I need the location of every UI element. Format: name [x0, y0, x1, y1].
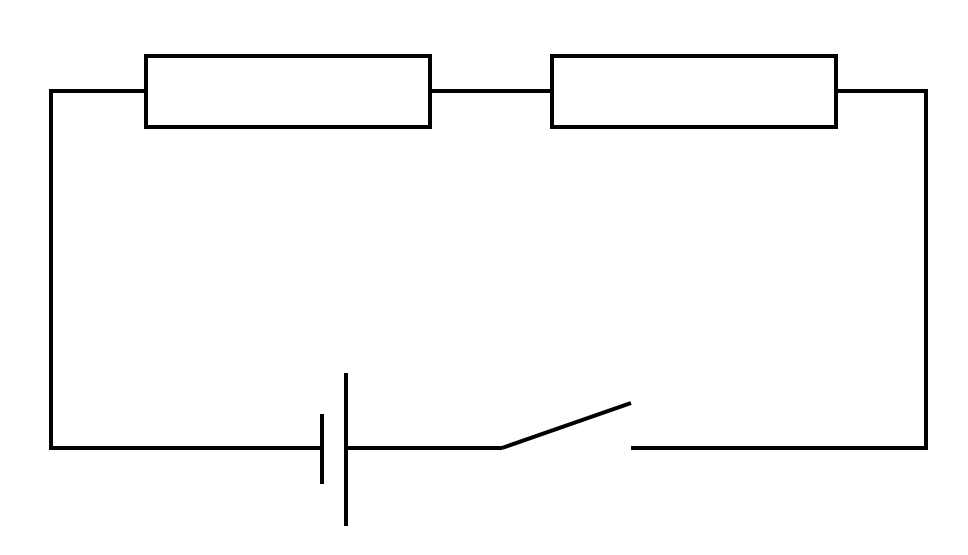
battery: [320, 373, 348, 526]
resistor-1: [144, 54, 432, 129]
resistor-2: [550, 54, 838, 129]
wire-right: [631, 89, 928, 450]
switch-open: [501, 401, 632, 450]
wires: [49, 89, 928, 450]
wire-left-top: [49, 89, 322, 450]
